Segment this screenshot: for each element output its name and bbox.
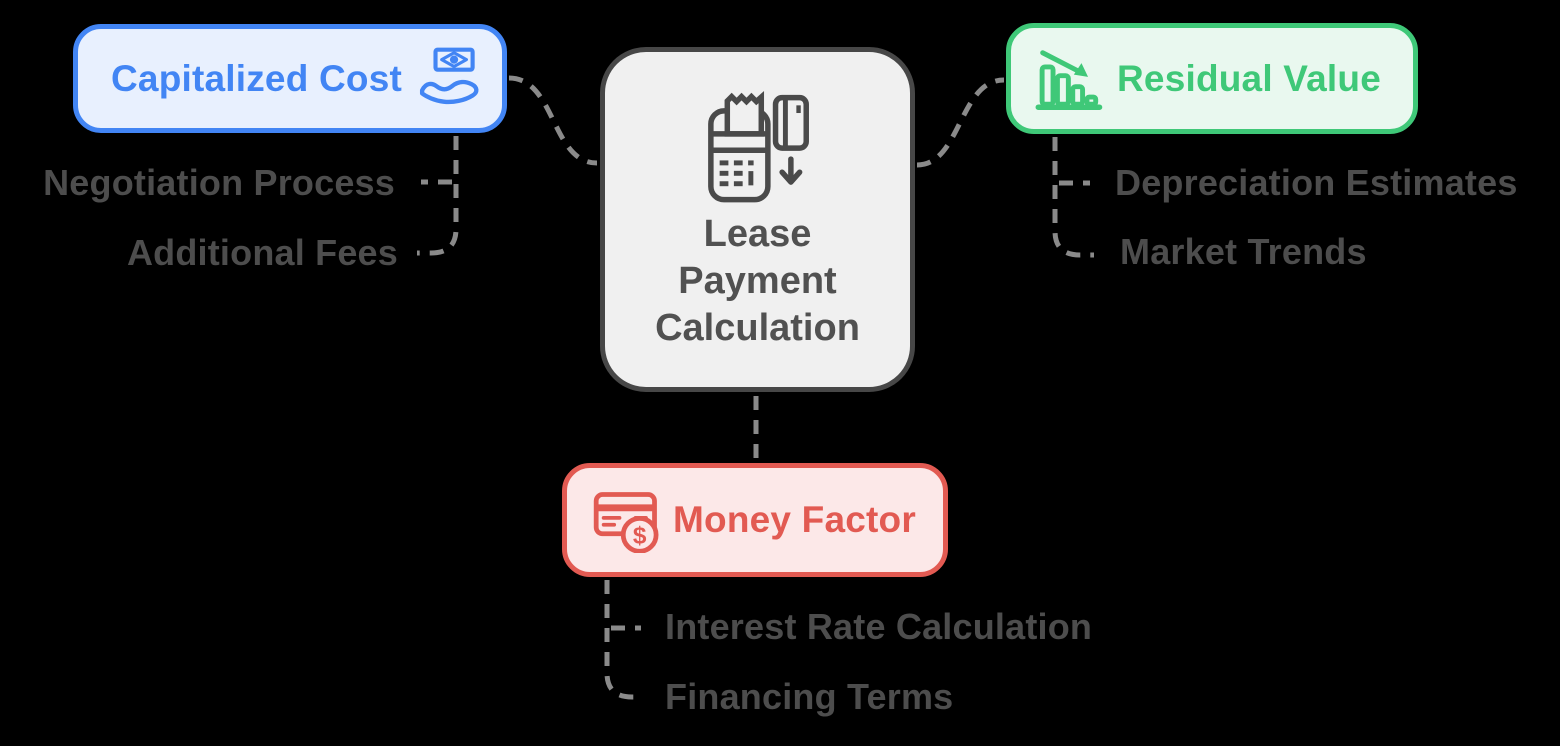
node-lease-payment-calculation: Lease Payment Calculation (600, 47, 915, 392)
center-title-line-1: Lease (703, 213, 812, 255)
sub-label-market-trends: Market Trends (1120, 231, 1367, 272)
sub-label-interest-rate-calculation: Interest Rate Calculation (665, 606, 1093, 647)
capitalized-cost-label: Capitalized Cost (111, 57, 403, 99)
money-factor-label: Money Factor (673, 499, 916, 540)
money-hand-icon (418, 47, 486, 111)
sub-label-financing-terms: Financing Terms (665, 676, 954, 717)
connector-center-to-residual (916, 77, 1005, 168)
svg-text:$: $ (633, 522, 647, 549)
center-title-line-3: Calculation (655, 307, 860, 349)
center-node-title: Lease Payment Calculation (655, 211, 860, 352)
declining-bar-chart-icon (1035, 46, 1105, 112)
node-capitalized-cost: Capitalized Cost (73, 24, 507, 133)
credit-card-dollar-icon: $ (593, 487, 663, 553)
connector-residual-children-trunk (1052, 137, 1094, 258)
connector-capitalized-children-trunk (417, 136, 459, 256)
pos-terminal-card-icon (701, 90, 815, 204)
sub-label-depreciation-estimates: Depreciation Estimates (1115, 162, 1518, 203)
node-residual-value: Residual Value (1006, 23, 1418, 134)
center-title-line-2: Payment (678, 260, 837, 302)
residual-value-label: Residual Value (1117, 57, 1381, 99)
connector-capitalized-to-center (508, 75, 598, 166)
connector-money-children-trunk (604, 580, 642, 700)
node-money-factor: $ Money Factor (562, 463, 948, 577)
sub-label-additional-fees: Additional Fees (126, 232, 398, 273)
sub-label-negotiation-process: Negotiation Process (43, 162, 395, 203)
